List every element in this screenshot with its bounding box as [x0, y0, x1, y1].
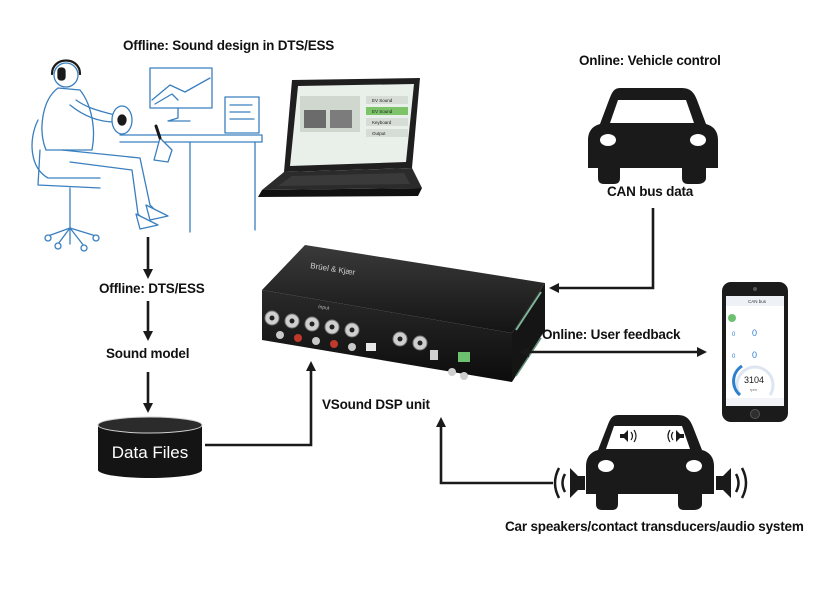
car-speakers-label: Car speakers/contact transducers/audio s…	[505, 519, 804, 534]
data-files-cylinder: Data Files	[97, 416, 203, 478]
speaker-icon-inner-right	[667, 429, 684, 443]
laptop-row-4: Output	[372, 131, 386, 136]
phone-value-top-left: 0	[732, 332, 736, 338]
device-port-label: Input	[318, 304, 331, 312]
flow-arrows	[143, 208, 707, 485]
laptop-row-2: EV Sound	[372, 109, 393, 114]
smartphone: CAN bus 0 0 0 0 3104 rpm	[722, 282, 788, 422]
phone-unit-main: rpm	[750, 387, 758, 392]
offline-dts-ess-label: Offline: DTS/ESS	[99, 281, 205, 296]
arrow-can-to-dsp	[549, 208, 655, 293]
online-user-feedback-label: Online: User feedback	[542, 327, 681, 342]
data-files-label: Data Files	[112, 443, 189, 462]
bnc-connectors	[264, 310, 470, 380]
sound-model-label: Sound model	[106, 346, 190, 361]
phone-value-top-right: 0	[752, 328, 757, 338]
car-speakers-car-icon	[586, 415, 714, 510]
speaker-icon-inner-left	[620, 429, 637, 443]
vsound-dsp-device: Brüel & Kjær Input	[262, 245, 545, 382]
phone-value-mid-left: 0	[732, 354, 736, 360]
can-bus-data-label: CAN bus data	[607, 184, 694, 199]
speaker-icon-left	[553, 467, 585, 499]
arrow-datafiles-to-dsp	[205, 361, 316, 447]
online-vehicle-control-label: Online: Vehicle control	[579, 53, 721, 68]
offline-sound-design-label: Offline: Sound design in DTS/ESS	[123, 38, 335, 53]
arrow-speakers-dsp	[436, 417, 553, 485]
phone-app-title: CAN bus	[748, 299, 767, 304]
laptop-row-3: Keyboard	[372, 120, 392, 125]
sound-designer-sketch	[31, 59, 263, 252]
vsound-dsp-unit-label: VSound DSP unit	[322, 397, 430, 412]
laptop-row-1: EV Sound	[372, 98, 393, 103]
phone-value-main: 3104	[744, 375, 764, 385]
speaker-icon-right	[716, 467, 748, 499]
vehicle-control-car-icon	[588, 88, 718, 184]
laptop: EV Sound EV Sound Keyboard Output	[258, 78, 422, 197]
phone-value-mid-right: 0	[752, 350, 757, 360]
